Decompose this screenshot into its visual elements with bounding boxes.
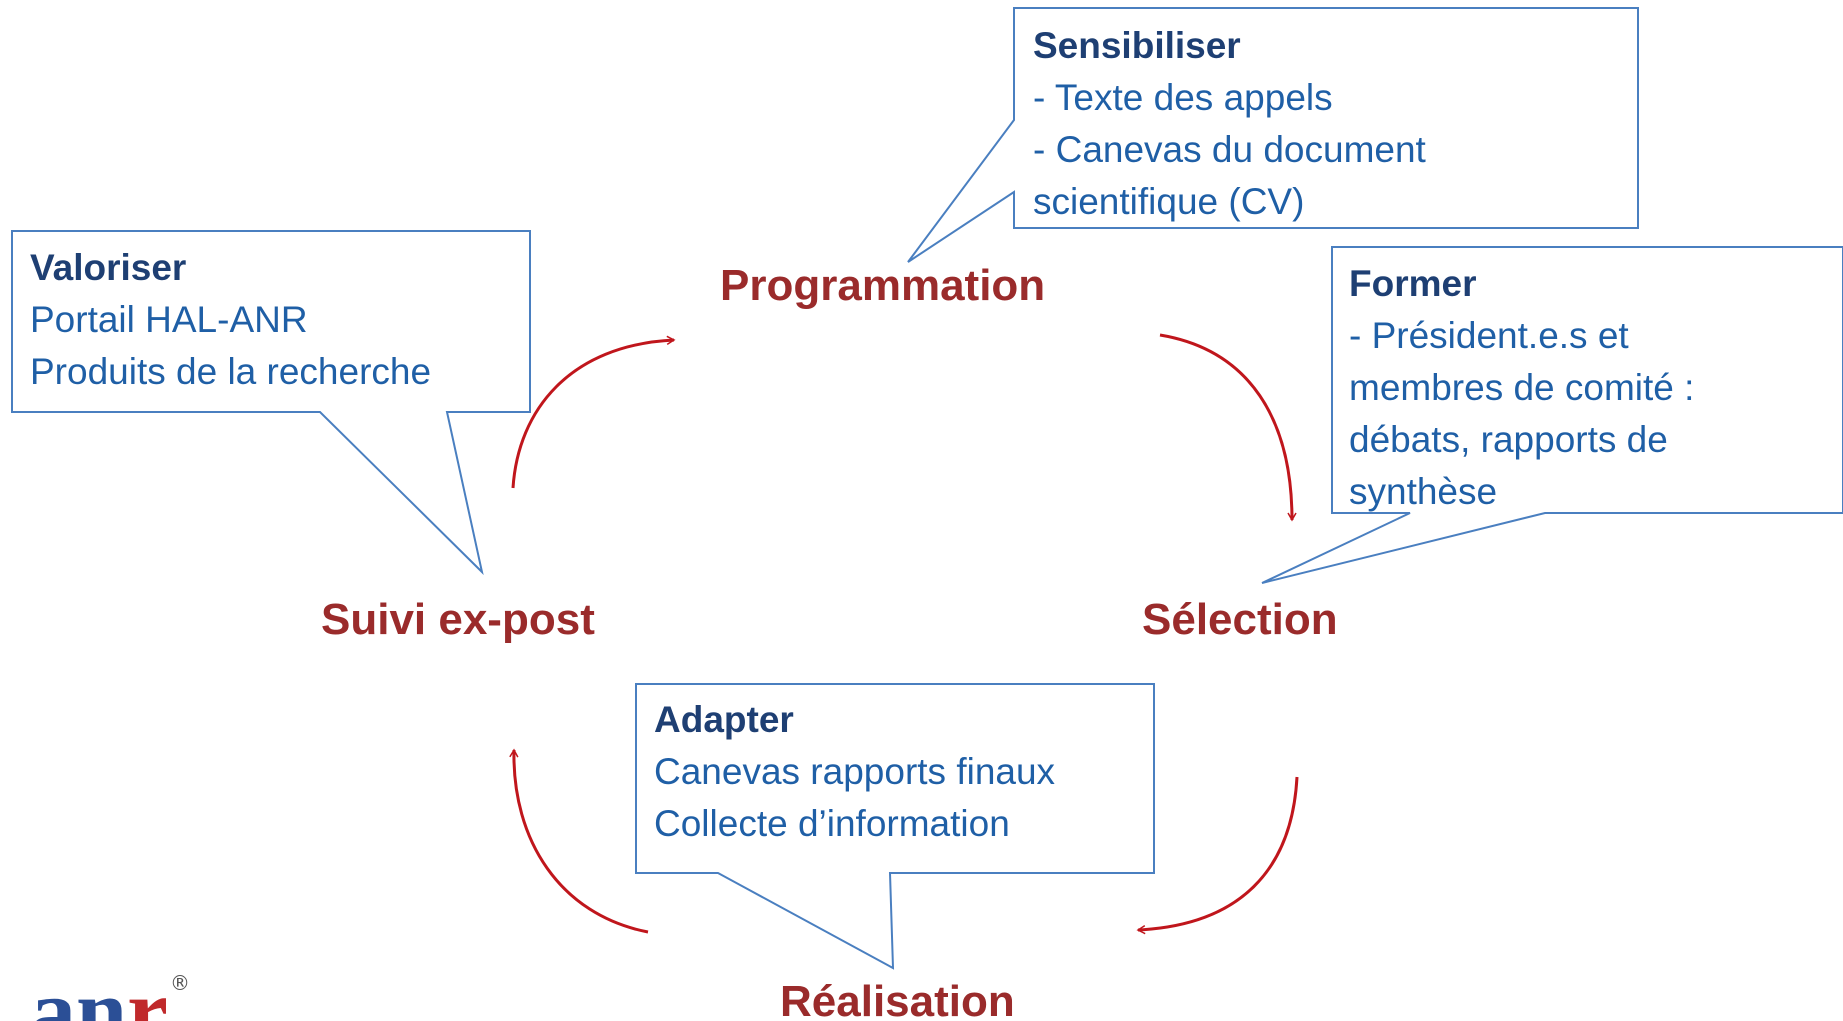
stage-realisation: Réalisation: [780, 977, 1015, 1021]
arrow-realisation-to-suivi: [509, 748, 649, 934]
callout-valoriser-title: Valoriser: [30, 247, 187, 288]
callout-valoriser-shape: [11, 230, 531, 576]
arrow-suivi-to-programmation: [511, 335, 676, 489]
callout-sensibiliser: Sensibiliser - Texte des appels - Caneva…: [1033, 20, 1426, 228]
logo-text-main: an: [30, 960, 128, 1021]
callout-former: Former - Président.e.s et membres de com…: [1349, 258, 1694, 518]
callout-sensibiliser-line: scientifique (CV): [1033, 181, 1305, 222]
callout-adapter-shape: [635, 683, 1155, 970]
callout-former-title: Former: [1349, 263, 1477, 304]
callout-sensibiliser-title: Sensibiliser: [1033, 25, 1241, 66]
callout-valoriser-line: Produits de la recherche: [30, 351, 432, 392]
callout-former-line: - Président.e.s et: [1349, 315, 1629, 356]
stage-suivi-ex-post: Suivi ex-post: [321, 595, 595, 644]
anr-logo: anr®: [30, 965, 190, 1021]
callout-former-line: débats, rapports de: [1349, 419, 1668, 460]
callout-adapter: Adapter Canevas rapports finaux Collecte…: [654, 694, 1055, 850]
stage-selection: Sélection: [1142, 595, 1338, 644]
callout-sensibiliser-line: - Canevas du document: [1033, 129, 1426, 170]
callout-valoriser: Valoriser Portail HAL-ANR Produits de la…: [30, 242, 431, 398]
callout-former-line: membres de comité :: [1349, 367, 1695, 408]
callout-former-line: synthèse: [1349, 471, 1498, 512]
registered-mark-icon: ®: [170, 971, 191, 995]
logo-text-accent: r: [127, 960, 169, 1021]
callout-sensibiliser-shape: [907, 7, 1639, 263]
arrow-selection-to-realisation: [1136, 776, 1299, 935]
callout-adapter-line: Canevas rapports finaux: [654, 751, 1056, 792]
callout-adapter-title: Adapter: [654, 699, 794, 740]
stage-programmation: Programmation: [720, 261, 1046, 310]
arrow-programmation-to-selection: [1159, 333, 1297, 522]
callout-former-shape: [1261, 246, 1843, 584]
callout-sensibiliser-line: - Texte des appels: [1033, 77, 1333, 118]
callout-adapter-line: Collecte d’information: [654, 803, 1010, 844]
callout-valoriser-line: Portail HAL-ANR: [30, 299, 308, 340]
